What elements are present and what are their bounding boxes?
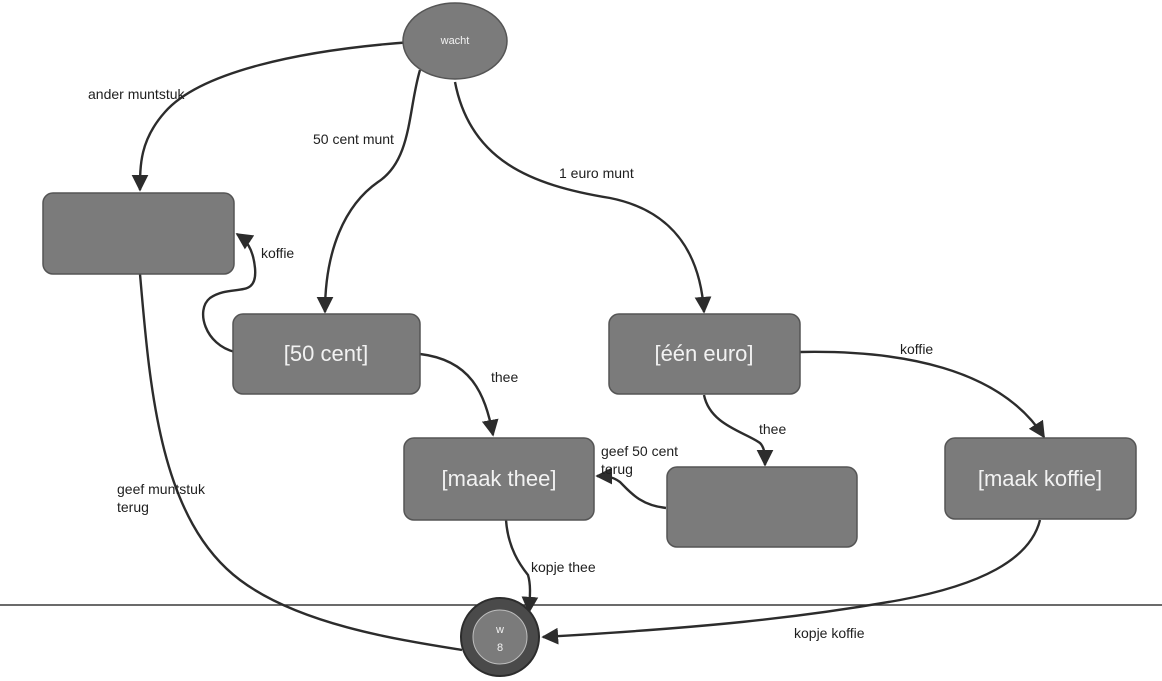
final-state-inner bbox=[472, 609, 528, 665]
state-maak-koffie bbox=[944, 437, 1137, 520]
label-thee-from-euro: thee bbox=[759, 421, 786, 437]
edge-koffie-to-left bbox=[201, 233, 257, 354]
label-geef-50-cent-line1: geef 50 cent bbox=[601, 443, 678, 459]
label-geef-50-cent-line2: terug bbox=[601, 461, 633, 477]
edge-kopje-thee bbox=[504, 519, 539, 614]
state-een-euro bbox=[608, 313, 801, 395]
edge-1-euro-munt bbox=[453, 81, 712, 314]
edge-thee-from-50 bbox=[419, 352, 499, 437]
label-geef-muntstuk-line2: terug bbox=[117, 499, 149, 515]
edge-geef-50-cent-terug bbox=[595, 467, 667, 510]
state-maak-thee bbox=[403, 437, 595, 521]
label-kopje-koffie: kopje koffie bbox=[794, 625, 865, 641]
label-50-cent-munt: 50 cent munt bbox=[313, 131, 394, 147]
edge-ander-muntstuk bbox=[131, 40, 413, 192]
state-maak-koffie-label: [maak koffie] bbox=[978, 466, 1102, 491]
state-geef-terug-box bbox=[666, 466, 858, 548]
state-50-cent bbox=[232, 313, 421, 395]
final-state-label-bottom: 8 bbox=[497, 642, 503, 654]
label-thee-from-50: thee bbox=[491, 369, 518, 385]
edge-koffie-right bbox=[799, 350, 1046, 439]
label-kopje-thee: kopje thee bbox=[531, 559, 596, 575]
state-ander-muntstuk-box bbox=[42, 192, 235, 275]
state-wacht-label: wacht bbox=[440, 35, 470, 47]
state-maak-thee-label: [maak thee] bbox=[442, 466, 557, 491]
label-koffie-right: koffie bbox=[900, 341, 933, 357]
edge-50-cent-munt bbox=[316, 69, 422, 314]
state-een-euro-label: [één euro] bbox=[654, 341, 753, 366]
state-50-cent-label: [50 cent] bbox=[284, 341, 368, 366]
label-1-euro-munt: 1 euro munt bbox=[559, 165, 634, 181]
label-geef-muntstuk-line1: geef muntstuk bbox=[117, 481, 206, 497]
label-ander-muntstuk: ander muntstuk bbox=[88, 86, 185, 102]
final-state-label-top: w bbox=[495, 624, 504, 636]
label-koffie-left: koffie bbox=[261, 245, 294, 261]
edge-kopje-koffie bbox=[541, 519, 1042, 645]
edge-thee-from-euro bbox=[702, 394, 774, 467]
edge-geef-muntstuk-terug bbox=[138, 273, 463, 652]
state-wacht bbox=[402, 2, 508, 80]
